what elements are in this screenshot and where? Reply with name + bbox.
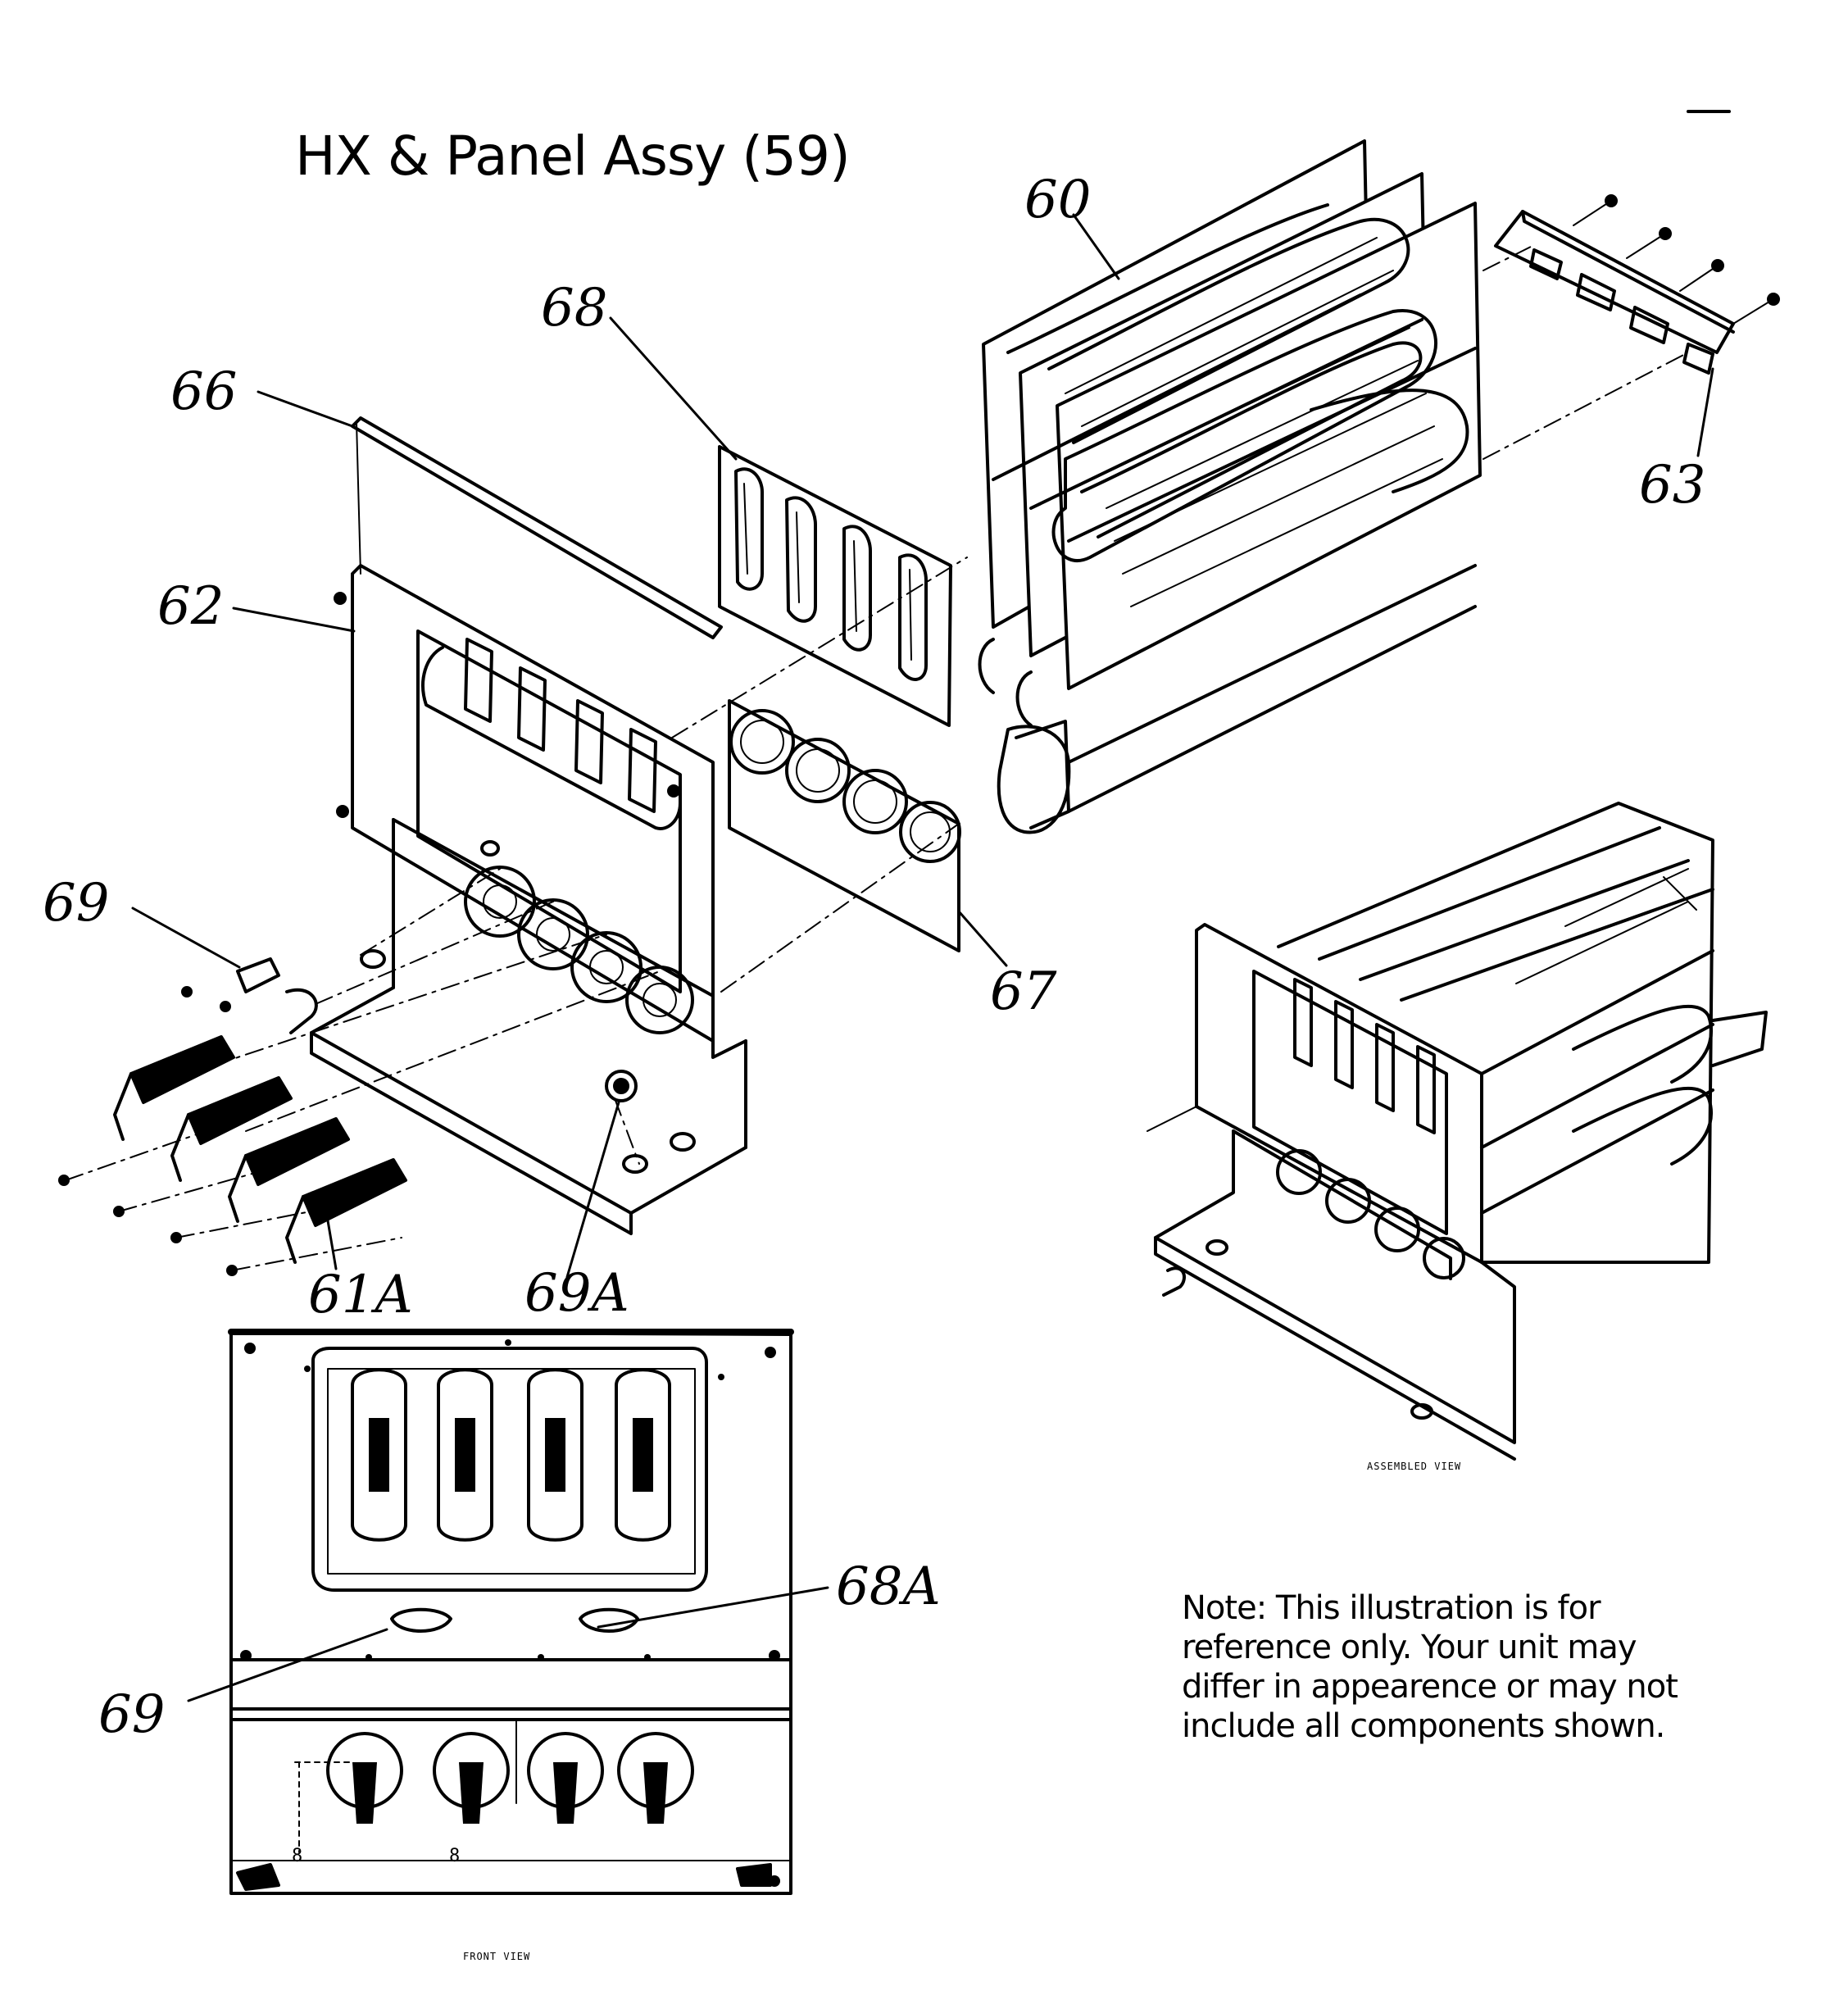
cover-66 (351, 416, 723, 639)
callout-61a: 61A (308, 1265, 413, 1325)
callout-62: 62 (157, 576, 225, 637)
diagram-title: HX & Panel Assy (59) (295, 125, 851, 188)
front-mark-left: 8 (292, 1846, 304, 1866)
callout-68: 68 (541, 278, 608, 339)
front-view (228, 1329, 794, 1895)
bracket-63 (1494, 194, 1780, 375)
gasket-67 (728, 699, 961, 952)
callout-63: 63 (1639, 455, 1706, 516)
callout-68a: 68A (836, 1556, 941, 1617)
explode-lines (65, 245, 1689, 1271)
note-line-3: differ in appearence or may not (1182, 1668, 1678, 1706)
heat-exchanger-assembly (978, 139, 1482, 834)
front-view-caption: FRONT VIEW (463, 1951, 531, 1962)
front-mark-right: 8 (449, 1846, 461, 1866)
burners-61a (58, 986, 407, 1276)
callout-69-top: 69 (43, 873, 110, 934)
reference-note: Note: This illustration is for reference… (1182, 1588, 1805, 1746)
callout-67: 67 (990, 961, 1057, 1022)
burner-box (236, 818, 747, 1235)
assembled-view-caption: ASSEMBLED VIEW (1367, 1461, 1462, 1472)
callout-66: 66 (170, 361, 238, 422)
callout-69-bottom: 69 (98, 1684, 166, 1745)
note-line-1: Note: This illustration is for (1182, 1589, 1601, 1627)
panel-62 (334, 564, 715, 1043)
note-line-2: reference only. Your unit may (1182, 1629, 1637, 1666)
leader-lines (131, 213, 1714, 1702)
callout-60: 60 (1024, 170, 1092, 230)
assembled-view (1146, 802, 1768, 1461)
callout-69a: 69A (524, 1263, 629, 1324)
note-line-4: include all components shown. (1182, 1707, 1665, 1745)
gasket-68 (718, 445, 952, 727)
